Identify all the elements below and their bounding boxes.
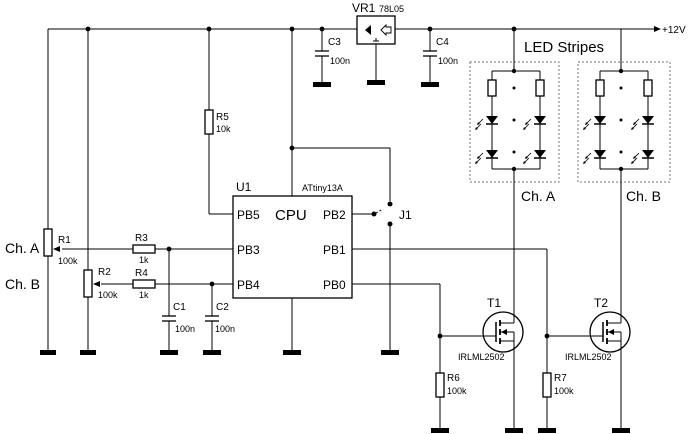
pb1-wire <box>352 248 589 339</box>
c1-ref: C1 <box>173 302 186 313</box>
regulator-part: 78L05 <box>379 4 404 14</box>
r3-ref: R3 <box>135 233 148 244</box>
mcu-ref: U1 <box>236 180 252 194</box>
capacitor-c2 <box>205 284 219 350</box>
pin-pb3: PB3 <box>237 243 260 257</box>
jumper-j1 <box>352 201 393 350</box>
resistor-r4 <box>132 279 233 289</box>
junction-dot <box>206 26 212 32</box>
c4-value: 100n <box>438 56 458 66</box>
r1-ref: R1 <box>58 235 71 246</box>
r4-ref: R4 <box>135 268 148 279</box>
ground-r2 <box>80 350 96 355</box>
r2-value: 100k <box>98 290 118 300</box>
junction-dot <box>319 26 325 32</box>
mcu-part: ATtiny13A <box>302 183 343 193</box>
led-stripes-title: LED Stripes <box>524 39 604 56</box>
ground-c1 <box>160 350 178 355</box>
capacitor-c4 <box>423 29 437 82</box>
mcu-core-label: CPU <box>275 207 307 224</box>
channel-b-stripe-label: Ch. B <box>626 188 661 204</box>
led-stripe-a <box>469 29 560 312</box>
r7-ref: R7 <box>554 373 567 384</box>
r1-value: 100k <box>58 256 78 266</box>
potentiometer-r1 <box>43 29 127 350</box>
r5-value: 10k <box>216 124 231 134</box>
ground-r7 <box>538 428 556 433</box>
mosfet-t1 <box>482 311 524 428</box>
r7-value: 100k <box>554 386 574 396</box>
led-stripe-b <box>577 29 671 312</box>
c2-ref: C2 <box>216 302 229 313</box>
resistor-r5 <box>204 29 233 215</box>
ground-c4 <box>421 82 439 87</box>
r4-value: 1k <box>139 290 149 300</box>
ground-t1 <box>505 428 523 433</box>
channel-b-input-label: Ch. B <box>5 276 40 292</box>
junction-dot <box>427 26 433 32</box>
c2-value: 100n <box>215 324 235 334</box>
r6-ref: R6 <box>447 373 460 384</box>
channel-a-input-label: Ch. A <box>5 240 40 256</box>
resistor-r3 <box>127 244 233 254</box>
c4-ref: C4 <box>436 37 449 48</box>
ground-mcu <box>283 350 301 355</box>
capacitor-c1 <box>162 249 176 350</box>
supply-label: +12V <box>662 25 686 36</box>
ground-t2 <box>612 428 630 433</box>
ground-r1 <box>40 350 56 355</box>
pin-pb0: PB0 <box>323 278 346 292</box>
c1-value: 100n <box>175 324 195 334</box>
c3-value: 100n <box>330 56 350 66</box>
capacitor-c3 <box>315 29 329 82</box>
regulator-ref: VR1 <box>352 1 376 15</box>
pin-pb1: PB1 <box>323 243 346 257</box>
ground-r6 <box>431 428 449 433</box>
resistor-r7 <box>542 336 552 428</box>
potentiometer-r2 <box>83 29 133 350</box>
t1-ref: T1 <box>487 296 501 310</box>
resistor-r6 <box>435 336 445 428</box>
ground-regulator <box>367 80 385 85</box>
voltage-regulator <box>356 15 396 80</box>
mosfet-t2 <box>589 311 631 428</box>
ground-c3 <box>313 82 331 87</box>
pin-pb4: PB4 <box>237 278 260 292</box>
jumper-ref: J1 <box>399 208 412 222</box>
pin-pb2: PB2 <box>323 208 346 222</box>
r3-value: 1k <box>139 255 149 265</box>
channel-a-stripe-label: Ch. A <box>521 188 556 204</box>
supply-rail <box>48 26 661 32</box>
ground-jumper <box>381 350 399 355</box>
ground-c2 <box>203 350 221 355</box>
pin-pb5: PB5 <box>237 208 260 222</box>
r5-ref: R5 <box>216 112 229 123</box>
c3-ref: C3 <box>328 37 341 48</box>
t1-part: IRLML2502 <box>458 352 505 362</box>
r2-ref: R2 <box>98 267 111 278</box>
pb0-wire <box>352 283 482 339</box>
r6-value: 100k <box>447 386 467 396</box>
t2-part: IRLML2502 <box>565 352 612 362</box>
junction-dot <box>85 26 91 32</box>
microcontroller <box>232 29 391 350</box>
t2-ref: T2 <box>594 296 608 310</box>
